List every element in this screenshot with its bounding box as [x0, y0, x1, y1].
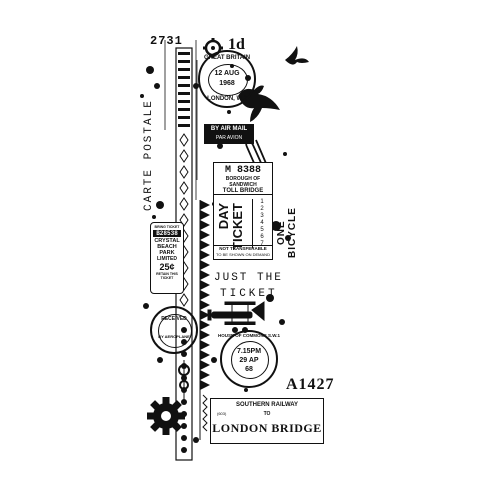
toll-ticket-line1: BOROUGH OF	[225, 176, 261, 182]
crystal-ticket-line4: LIMITED	[157, 256, 177, 262]
crystal-ticket-line3: PARK	[159, 250, 175, 256]
toll-ticket-day: DAY	[216, 203, 231, 230]
received-stamp-inner-ring	[158, 314, 192, 348]
toll-ticket-num: 6	[260, 234, 264, 240]
commons-stamp-inner-ring	[231, 341, 269, 379]
toll-ticket-number: M 8388	[224, 165, 261, 176]
railway-to: TO	[263, 411, 271, 417]
railway-small-code: (603)	[217, 411, 227, 416]
southern-railway-ticket: SOUTHERN RAILWAY (603) TO LONDON BRIDGE	[210, 398, 324, 444]
ticket-text: TICKET	[220, 288, 278, 300]
postmark-date-year: 1968	[219, 80, 235, 87]
toll-ticket-ticket-word: TICKET	[230, 203, 245, 250]
biplane-icon	[207, 301, 265, 333]
large-gear-icon	[147, 397, 185, 435]
postmark-outer-text: GREAT BRITAIN	[203, 55, 251, 61]
railway-company: SOUTHERN RAILWAY	[235, 402, 299, 408]
toll-bridge-ticket: M 8388 BOROUGH OF SANDWICH TOLL BRIDGE D…	[213, 162, 273, 260]
toll-ticket-num: 5	[260, 227, 264, 233]
bird-small-icon	[285, 46, 309, 65]
postmark-date-day: 12 AUG	[214, 70, 240, 77]
carte-postale-label: CARTE POSTALE	[143, 99, 155, 211]
crystal-ticket-top: BRING TICKET	[154, 225, 180, 229]
received-stamp-outer: RECEIVED	[161, 316, 187, 322]
toll-ticket-footer1: NOT TRANSFERABLE	[214, 245, 272, 251]
toll-ticket-line2: SANDWICH	[229, 182, 257, 188]
crystal-ticket-line1: CRYSTAL	[154, 238, 180, 244]
toll-ticket-num: 7	[260, 241, 264, 247]
serial-number: A1427	[286, 376, 335, 393]
postmark-city: LONDON, W.2	[207, 96, 247, 102]
toll-ticket-num: 4	[260, 220, 264, 226]
house-of-commons-postmark: HOUSE OF COMMONS S.W.1 7.15PM 29 AP 68	[218, 330, 281, 388]
zigzag-strip	[199, 200, 210, 440]
commons-stamp-year: 68	[245, 366, 253, 373]
commons-stamp-time: 7.15PM	[236, 348, 262, 355]
commons-stamp-date: 29 AP	[239, 357, 259, 364]
reference-number: 2731	[150, 34, 183, 48]
toll-ticket-line3: TOLL BRIDGE	[214, 188, 272, 195]
commons-stamp-outer: HOUSE OF COMMONS S.W.1	[218, 333, 281, 338]
crystal-ticket-line2: BEACH	[157, 244, 177, 250]
ornament-strip	[175, 47, 193, 461]
crystal-ticket-number: B28538	[153, 230, 181, 237]
toll-ticket-num: 2	[260, 206, 264, 212]
received-stamp-inner: BY AEROPLANE	[158, 334, 190, 339]
postmark-great-britain: GREAT BRITAIN 12 AUG 1968 LONDON, W.2	[198, 50, 256, 108]
toll-ticket-number-column: 1 2 3 4 5 6 7	[252, 199, 271, 248]
air-mail-label: BY AIR MAIL PAR AVION	[204, 124, 254, 144]
one-bicycle-label: ONE BICYCLE	[276, 207, 298, 259]
railway-destination: LONDON BRIDGE	[212, 421, 322, 435]
air-mail-line1: BY AIR MAIL	[210, 126, 248, 132]
air-mail-line2: PAR AVION	[215, 135, 243, 141]
just-the-text: JUST THE	[214, 272, 283, 284]
postmark-inner-ring	[208, 64, 248, 96]
crystal-ticket-price: 25¢	[159, 262, 175, 272]
received-by-aeroplane-stamp: RECEIVED BY AEROPLANE	[150, 306, 198, 354]
penny-value: 1d	[228, 36, 245, 53]
toll-ticket-num: 1	[260, 199, 264, 205]
toll-ticket-num: 3	[260, 213, 264, 219]
crystal-beach-ticket: BRING TICKET B28538 CRYSTAL BEACH PARK L…	[150, 222, 184, 294]
hanging-gears-icon	[178, 360, 190, 400]
crystal-ticket-footer: RETAIN THIS TICKET	[156, 272, 178, 280]
toll-ticket-footer2: TO BE SHOWN ON DEMAND	[216, 252, 270, 257]
